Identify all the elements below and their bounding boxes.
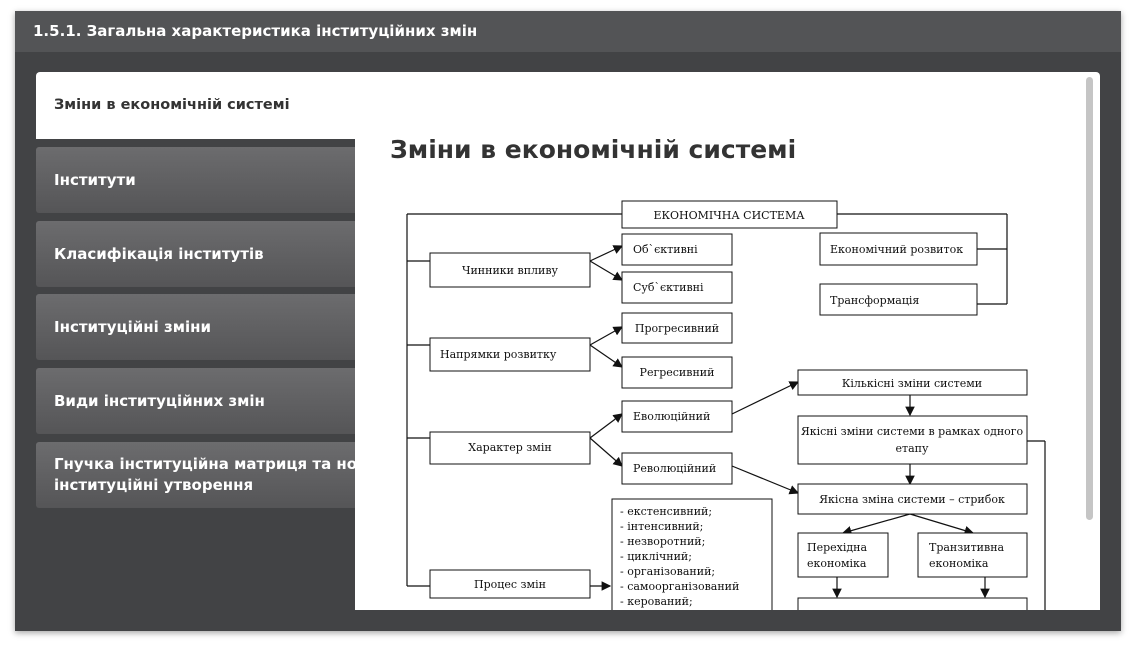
process-list-item: - інтенсивний; xyxy=(620,520,703,533)
tab-label: Класифікація інститутів xyxy=(54,244,264,263)
tab-label: Зміни в економічній системі xyxy=(54,97,290,113)
diagram-directions: Напрямки розвитку xyxy=(440,348,557,361)
content-panel-top xyxy=(355,72,1100,82)
diagram-subjective: Суб`єктивні xyxy=(633,281,704,294)
tab-institutions[interactable]: Інститути xyxy=(36,147,376,213)
diagram-qualitative-line1: Якісні зміни системи в рамках одного xyxy=(801,425,1024,438)
diagram-qualitative-line2: етапу xyxy=(896,442,929,455)
diagram-transformation: Трансформація xyxy=(830,294,919,307)
process-list-item: - організований; xyxy=(620,565,715,578)
diagram-development: Економічний розвиток xyxy=(830,243,963,256)
diagram-transitive-line2: економіка xyxy=(929,557,989,570)
diagram-character: Характер змін xyxy=(468,441,551,454)
tab-types-of-institutional-changes[interactable]: Види інституційних змін xyxy=(36,368,376,434)
diagram-leap: Якісна зміна системи – стрибок xyxy=(819,493,1005,506)
process-list-item: - циклічний; xyxy=(620,550,692,563)
tab-label: Види інституційних змін xyxy=(54,391,265,410)
tab-flexible-institutional-matrix[interactable]: Гнучка інституційна матриця та нові інст… xyxy=(36,442,376,508)
diagram-progressive: Прогресивний xyxy=(635,322,719,335)
app-window: 1.5.1. Загальна характеристика інституці… xyxy=(15,11,1121,631)
diagram-root: ЕКОНОМІЧНА СИСТЕМА xyxy=(653,209,805,222)
process-list-item: - незворотний; xyxy=(620,535,705,548)
diagram-quantitative: Кількісні зміни системи xyxy=(842,377,982,390)
tab-economic-system-changes[interactable]: Зміни в економічній системі xyxy=(36,72,376,139)
diagram-regressive: Регресивний xyxy=(640,366,715,379)
tab-label: Гнучка інституційна матриця та нові інст… xyxy=(54,455,372,494)
tab-label: Інститути xyxy=(54,170,136,189)
window-title: 1.5.1. Загальна характеристика інституці… xyxy=(15,11,1121,52)
diagram-factors: Чинники впливу xyxy=(462,264,559,277)
diagram-revolutionary: Революційний xyxy=(633,462,716,475)
diagram-process: Процес змін xyxy=(474,578,546,591)
diagram-evolutionary: Еволюційний xyxy=(633,410,710,423)
content-heading: Зміни в економічній системі xyxy=(390,135,797,164)
economic-system-diagram: ЕКОНОМІЧНА СИСТЕМА Чинники впливу Об`єкт… xyxy=(406,200,1046,610)
diagram-transitional-line1: Перехідна xyxy=(807,541,867,554)
diagram-objective: Об`єктивні xyxy=(633,243,698,256)
diagram-transitional-line2: економіка xyxy=(807,557,867,570)
process-list-item: - самоорганізований xyxy=(620,580,739,593)
tab-label: Інституційні зміни xyxy=(54,317,212,336)
tab-institutional-changes[interactable]: Інституційні зміни xyxy=(36,294,376,360)
process-list-item: - екстенсивний; xyxy=(620,505,712,518)
content-scrollbar[interactable] xyxy=(1086,77,1093,520)
process-list-item: - керований; xyxy=(620,595,693,608)
diagram-transitive-line1: Транзитивна xyxy=(929,541,1005,554)
tab-institution-classification[interactable]: Класифікація інститутів xyxy=(36,221,376,287)
content-panel: Зміни в економічній системі xyxy=(355,81,1100,610)
